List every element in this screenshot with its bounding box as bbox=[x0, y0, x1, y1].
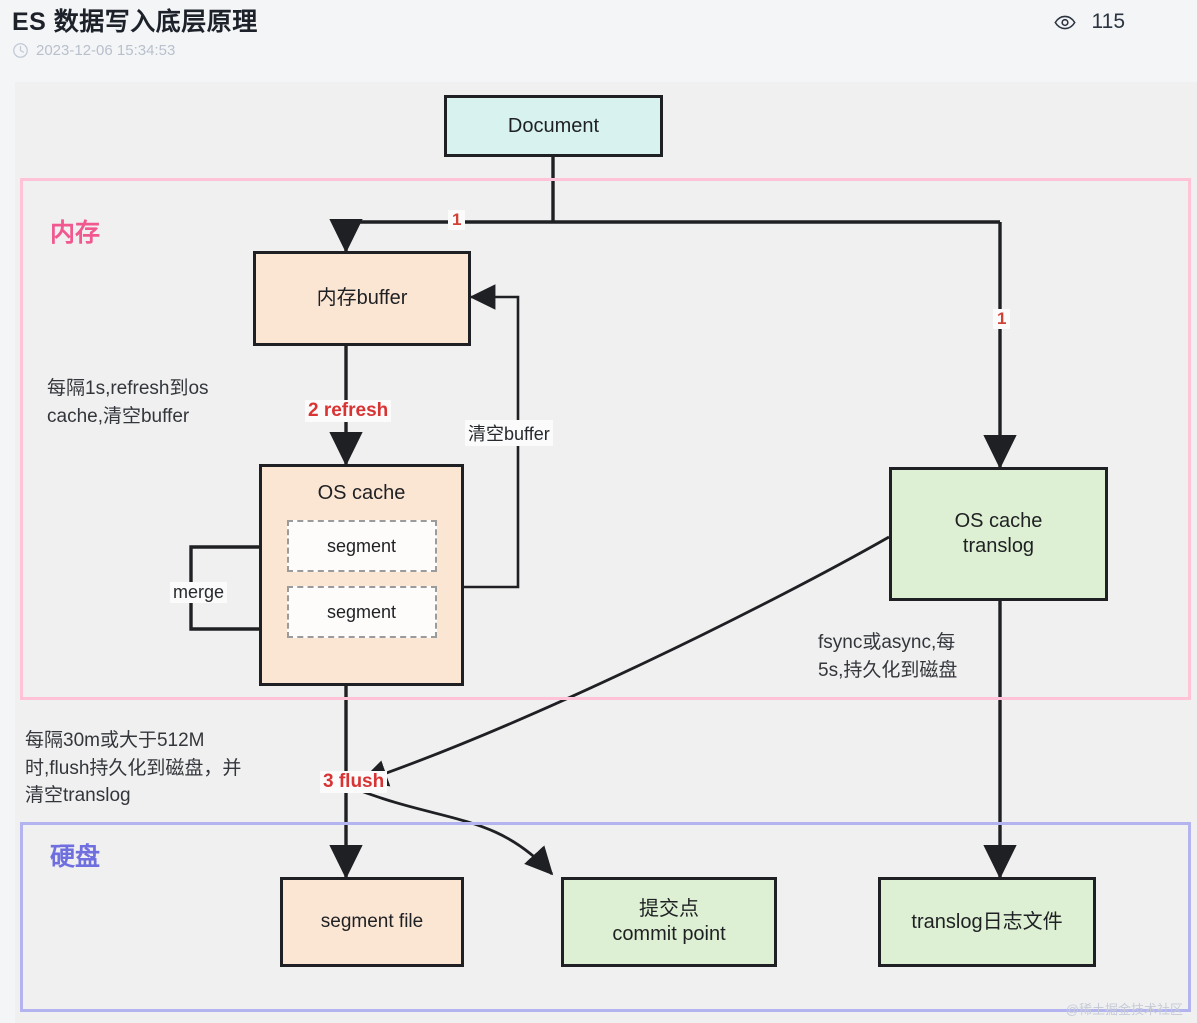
node-os-cache[interactable]: OS cache segment segment bbox=[259, 464, 464, 686]
article-timestamp: 2023-12-06 15:34:53 bbox=[36, 42, 176, 59]
note-refresh: 每隔1s,refresh到os cache,清空buffer bbox=[47, 378, 209, 427]
region-memory bbox=[20, 178, 1191, 700]
node-os-cache-label: OS cache bbox=[317, 482, 406, 504]
node-commit-point-label: 提交点 commit point bbox=[612, 898, 726, 945]
eye-icon bbox=[1053, 15, 1076, 30]
article-header: ES 数据写入底层原理 2023-12-06 15:34:53 115 bbox=[0, 0, 1197, 82]
node-segment-file[interactable]: segment file bbox=[280, 877, 464, 967]
region-memory-label: 内存 bbox=[50, 219, 101, 247]
edge-label-clear-buffer: 清空buffer bbox=[465, 420, 553, 446]
step-marker-1-right: 1 bbox=[993, 309, 1011, 329]
region-disk bbox=[20, 822, 1191, 1012]
node-document[interactable]: Document bbox=[444, 95, 663, 157]
edge-label-merge: merge bbox=[170, 582, 228, 603]
node-document-label: Document bbox=[507, 114, 600, 137]
diagram-canvas: 内存 硬盘 Document 内存buffer OS cache segment… bbox=[15, 82, 1197, 1023]
node-segment-2-label: segment bbox=[326, 601, 397, 622]
region-disk-label: 硬盘 bbox=[50, 843, 101, 871]
node-segment-1[interactable]: segment bbox=[286, 520, 437, 572]
clock-icon bbox=[12, 42, 29, 59]
node-segment-2[interactable]: segment bbox=[286, 586, 437, 638]
page-title: ES 数据写入底层原理 bbox=[12, 8, 258, 36]
node-segment-1-label: segment bbox=[326, 535, 397, 556]
step-marker-3-flush: 3 flush bbox=[320, 771, 388, 793]
note-flush: 每隔30m或大于512M 时,flush持久化到磁盘，并 清空translog bbox=[25, 730, 242, 807]
view-counter: 115 bbox=[1053, 10, 1125, 34]
node-segment-file-label: segment file bbox=[320, 911, 424, 933]
node-translog-file-label: translog日志文件 bbox=[911, 910, 1063, 933]
node-mem-buffer[interactable]: 内存buffer bbox=[253, 251, 471, 346]
watermark: @稀土掘金技术社区 bbox=[1065, 1002, 1183, 1017]
step-marker-2-refresh: 2 refresh bbox=[305, 400, 392, 422]
node-os-cache-translog[interactable]: OS cache translog bbox=[889, 467, 1108, 601]
node-os-cache-translog-label: OS cache translog bbox=[954, 510, 1043, 557]
views-count: 115 bbox=[1091, 10, 1125, 33]
node-translog-file[interactable]: translog日志文件 bbox=[878, 877, 1096, 967]
article-meta: 2023-12-06 15:34:53 bbox=[12, 42, 175, 59]
node-mem-buffer-label: 内存buffer bbox=[316, 287, 408, 309]
step-marker-1-left: 1 bbox=[448, 210, 466, 230]
node-commit-point[interactable]: 提交点 commit point bbox=[561, 877, 777, 967]
note-fsync: fsync或async,每 5s,持久化到磁盘 bbox=[818, 632, 958, 681]
